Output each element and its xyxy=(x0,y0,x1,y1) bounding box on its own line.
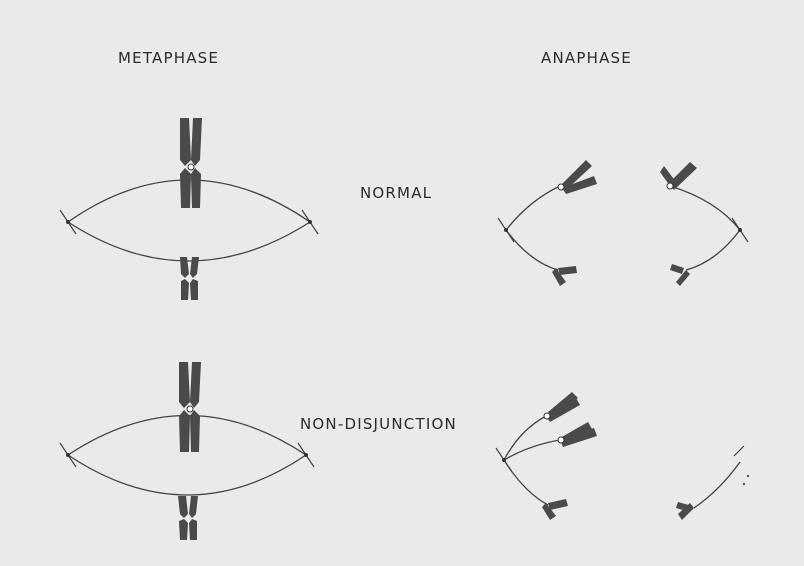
row-label-non-disjunction: NON-DISJUNCTION xyxy=(300,415,457,433)
row-label-normal: NORMAL xyxy=(360,184,432,202)
heading-metaphase: METAPHASE xyxy=(118,49,219,67)
heading-anaphase: ANAPHASE xyxy=(541,49,632,67)
